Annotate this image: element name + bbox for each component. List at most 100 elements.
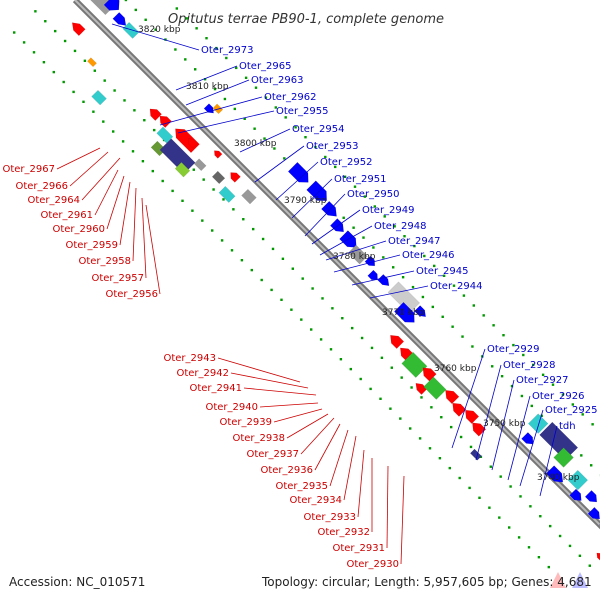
scale-label: 3770 kbp bbox=[382, 308, 425, 318]
gene-label-reverse[interactable]: Oter_2943 bbox=[163, 353, 216, 364]
track-dot bbox=[262, 238, 264, 240]
gene-arrow[interactable] bbox=[446, 390, 460, 404]
gene-label-forward[interactable]: Oter_2953 bbox=[306, 141, 359, 152]
gene-label-reverse[interactable]: Oter_2939 bbox=[219, 417, 272, 428]
gene-label-forward[interactable]: Oter_2928 bbox=[503, 360, 556, 371]
gene-label-reverse[interactable]: Oter_2931 bbox=[332, 543, 385, 554]
gene-label-reverse[interactable]: Oter_2936 bbox=[260, 465, 313, 476]
gene-label-forward[interactable]: Oter_2962 bbox=[264, 92, 317, 103]
gene-label-forward[interactable]: Oter_2955 bbox=[276, 106, 329, 117]
gene-label-reverse[interactable]: Oter_2935 bbox=[275, 481, 328, 492]
gene-arrow[interactable] bbox=[231, 173, 241, 183]
gene-label-forward[interactable]: Oter_2949 bbox=[362, 205, 415, 216]
track-dot bbox=[330, 348, 332, 350]
track-dot bbox=[54, 30, 56, 32]
track-dot bbox=[162, 180, 164, 182]
gene-arrow[interactable] bbox=[214, 151, 222, 159]
gene-label-reverse[interactable]: Oter_2966 bbox=[15, 181, 68, 192]
gene-arrow[interactable] bbox=[72, 23, 85, 36]
gene-arrow[interactable] bbox=[92, 90, 107, 105]
gene-label-reverse[interactable]: Oter_2959 bbox=[65, 240, 118, 251]
gene-label-forward[interactable]: Oter_2951 bbox=[334, 174, 387, 185]
gene-arrow[interactable] bbox=[424, 377, 447, 400]
gene-arrow[interactable] bbox=[160, 116, 172, 128]
gene-label-reverse[interactable]: Oter_2930 bbox=[346, 559, 399, 570]
gene-label-reverse[interactable]: Oter_2942 bbox=[176, 368, 229, 379]
gene-label-forward[interactable]: Oter_2945 bbox=[416, 266, 469, 277]
gene-label-forward[interactable]: Oter_2950 bbox=[347, 189, 400, 200]
gene-label-forward[interactable]: Oter_2963 bbox=[251, 75, 304, 86]
gene-label-reverse[interactable]: Oter_2932 bbox=[317, 527, 370, 538]
track-dot bbox=[440, 416, 442, 418]
gene-arrow[interactable] bbox=[585, 490, 597, 502]
track-dot bbox=[343, 217, 345, 219]
gene-arrow[interactable] bbox=[522, 432, 534, 444]
gene-label-reverse[interactable]: Oter_2940 bbox=[205, 402, 258, 413]
gene-arrow[interactable] bbox=[470, 449, 481, 460]
track-dot bbox=[63, 81, 65, 83]
track-dot bbox=[589, 565, 591, 567]
track-dot bbox=[350, 368, 352, 370]
leader-line bbox=[387, 466, 388, 548]
gene-label-forward[interactable]: Oter_2944 bbox=[430, 281, 483, 292]
scale-label: 3780 kbp bbox=[333, 252, 376, 262]
gene-arrow[interactable] bbox=[465, 410, 479, 424]
gene-label-reverse[interactable]: Oter_2941 bbox=[189, 383, 242, 394]
gene-arrow[interactable] bbox=[113, 12, 126, 25]
track-dot bbox=[252, 228, 254, 230]
gene-label-reverse[interactable]: Oter_2957 bbox=[91, 273, 144, 284]
gene-arrow[interactable] bbox=[390, 335, 403, 348]
track-dot bbox=[402, 276, 404, 278]
gene-label-forward[interactable]: Oter_2927 bbox=[516, 375, 569, 386]
accession-text: Accession: NC_010571 bbox=[9, 575, 145, 589]
track-dot bbox=[502, 334, 504, 336]
track-dot bbox=[539, 515, 541, 517]
track-dot bbox=[360, 378, 362, 380]
track-dot bbox=[221, 239, 223, 241]
gene-label-reverse[interactable]: Oter_2967 bbox=[2, 164, 55, 175]
track-dot bbox=[381, 357, 383, 359]
gene-arrow[interactable] bbox=[87, 58, 96, 67]
leader-line bbox=[287, 414, 328, 438]
track-dot bbox=[225, 57, 227, 59]
track-dot bbox=[531, 405, 533, 407]
gene-label-forward[interactable]: Oter_2947 bbox=[388, 236, 441, 247]
gene-arrow[interactable] bbox=[378, 274, 389, 285]
gene-label-forward[interactable]: Oter_2973 bbox=[201, 45, 254, 56]
gene-label-forward[interactable]: Oter_2948 bbox=[374, 221, 427, 232]
track-dot bbox=[234, 108, 236, 110]
gene-label-forward[interactable]: Oter_2926 bbox=[532, 391, 585, 402]
track-dot bbox=[311, 287, 313, 289]
gene-label-reverse[interactable]: Oter_2960 bbox=[52, 224, 105, 235]
gene-arrow[interactable] bbox=[194, 159, 206, 171]
gene-arrow[interactable] bbox=[242, 189, 257, 204]
track-dot bbox=[430, 406, 432, 408]
gene-arrow[interactable] bbox=[368, 270, 378, 280]
gene-label-reverse[interactable]: Oter_2956 bbox=[105, 289, 158, 300]
gene-arrow[interactable] bbox=[212, 171, 225, 184]
gene-label-forward[interactable]: Oter_2925 bbox=[545, 405, 598, 416]
gene-label-forward[interactable]: tdh bbox=[559, 421, 576, 432]
gene-label-reverse[interactable]: Oter_2937 bbox=[246, 449, 299, 460]
gene-arrow[interactable] bbox=[453, 403, 466, 416]
leader-line bbox=[330, 430, 348, 486]
gene-label-reverse[interactable]: Oter_2958 bbox=[78, 256, 131, 267]
leader-line bbox=[231, 373, 308, 388]
gene-label-forward[interactable]: Oter_2965 bbox=[239, 61, 292, 72]
gene-label-forward[interactable]: Oter_2954 bbox=[292, 124, 345, 135]
scale-label: 3750 kbp bbox=[483, 419, 526, 429]
gene-arrow[interactable] bbox=[219, 186, 235, 202]
gene-label-reverse[interactable]: Oter_2964 bbox=[27, 195, 80, 206]
gene-label-reverse[interactable]: Oter_2961 bbox=[40, 210, 93, 221]
gene-arrow[interactable] bbox=[150, 109, 162, 121]
track-dot bbox=[43, 61, 45, 63]
gene-label-reverse[interactable]: Oter_2933 bbox=[303, 512, 356, 523]
gene-label-reverse[interactable]: Oter_2938 bbox=[232, 433, 285, 444]
leader-line bbox=[274, 409, 322, 422]
track-dot bbox=[193, 169, 195, 171]
track-dot bbox=[449, 467, 451, 469]
gene-label-forward[interactable]: Oter_2929 bbox=[487, 344, 540, 355]
gene-label-reverse[interactable]: Oter_2934 bbox=[289, 495, 342, 506]
gene-label-forward[interactable]: Oter_2952 bbox=[320, 157, 373, 168]
gene-label-forward[interactable]: Oter_2946 bbox=[402, 250, 455, 261]
